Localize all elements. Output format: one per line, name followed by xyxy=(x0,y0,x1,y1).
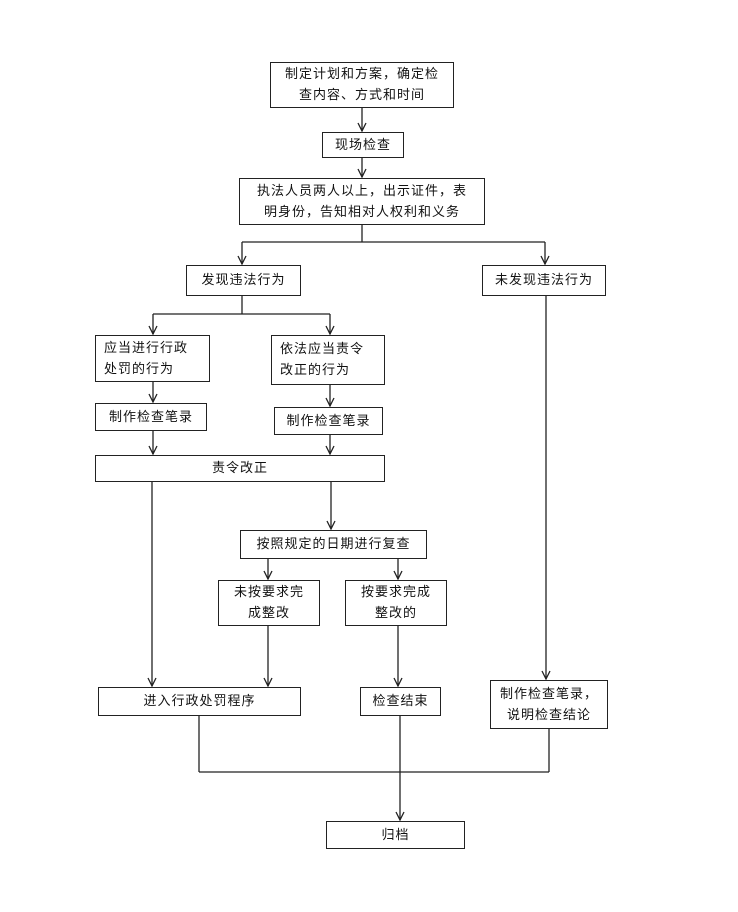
no-violation-text: 未发现违法行为 xyxy=(494,273,593,288)
order-correction-box: 责令改正 xyxy=(95,455,385,482)
found-violation-text: 发现违法行为 xyxy=(201,273,286,288)
plan-text: 制定计划和方案，确定检 查内容、方式和时间 xyxy=(284,67,439,103)
inspection-end-text: 检查结束 xyxy=(372,694,429,709)
record-left-box: 制作检查笔录 xyxy=(95,403,207,431)
officers-text: 执法人员两人以上，出示证件，表 明身份，告知相对人权利和义务 xyxy=(256,183,467,220)
penalty-procedure-text: 进入行政处罚程序 xyxy=(143,694,256,709)
onsite-inspection-text: 现场检查 xyxy=(334,137,391,153)
archive-box: 归档 xyxy=(326,821,465,849)
recheck-box: 按照规定的日期进行复查 xyxy=(240,530,427,559)
found-violation-box: 发现违法行为 xyxy=(186,265,301,296)
archive-text: 归档 xyxy=(381,827,410,843)
recheck-text: 按照规定的日期进行复查 xyxy=(256,537,411,552)
inspection-end-box: 检查结束 xyxy=(360,687,441,716)
record-conclusion-text: 制作检查笔录， 说明检查结论 xyxy=(499,686,598,723)
should-punish-text: 应当进行行政 处罚的行为 xyxy=(104,340,189,377)
not-completed-box: 未按要求完 成整改 xyxy=(218,580,320,626)
should-correct-text: 依法应当责令 改正的行为 xyxy=(280,342,365,378)
completed-text: 按要求完成 整改的 xyxy=(360,585,431,621)
record-mid-box: 制作检查笔录 xyxy=(274,407,383,435)
no-violation-box: 未发现违法行为 xyxy=(482,265,606,296)
plan-box: 制定计划和方案，确定检 查内容、方式和时间 xyxy=(270,62,454,108)
should-punish-box: 应当进行行政 处罚的行为 xyxy=(95,335,210,382)
record-mid-text: 制作检查笔录 xyxy=(286,413,371,429)
completed-box: 按要求完成 整改的 xyxy=(345,580,447,626)
penalty-procedure-box: 进入行政处罚程序 xyxy=(98,687,301,716)
onsite-inspection-box: 现场检查 xyxy=(322,132,404,158)
record-left-text: 制作检查笔录 xyxy=(108,409,193,425)
should-correct-box: 依法应当责令 改正的行为 xyxy=(271,335,385,385)
officers-box: 执法人员两人以上，出示证件，表 明身份，告知相对人权利和义务 xyxy=(239,178,485,225)
order-correction-text: 责令改正 xyxy=(211,461,268,476)
record-conclusion-box: 制作检查笔录， 说明检查结论 xyxy=(490,680,608,729)
not-completed-text: 未按要求完 成整改 xyxy=(233,585,304,621)
